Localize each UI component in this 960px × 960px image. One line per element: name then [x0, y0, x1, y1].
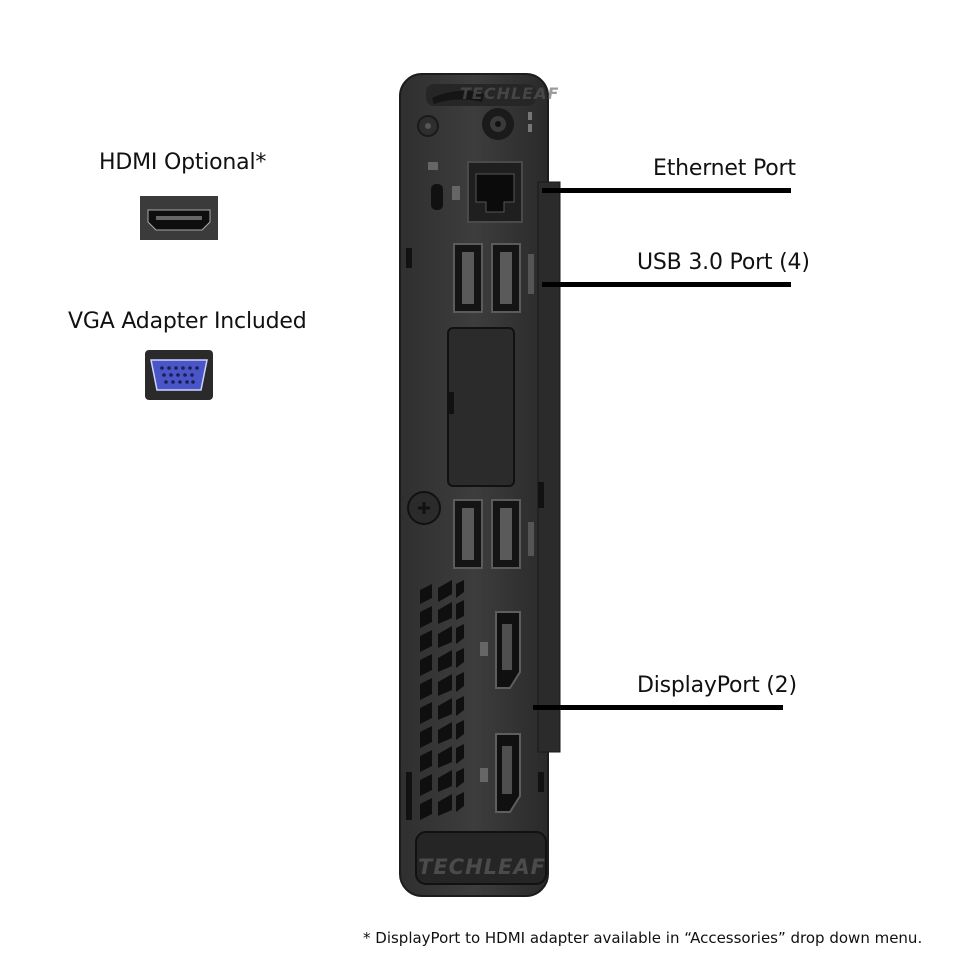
- hdmi-port-icon: [140, 196, 218, 240]
- vga-port-icon: [145, 350, 213, 400]
- displayport-leader-line: [533, 705, 783, 710]
- displayport-callout: DisplayPort (2): [637, 673, 797, 698]
- watermark-bottom: TECHLEAF: [418, 855, 546, 879]
- usb-port-callout: USB 3.0 Port (4): [637, 250, 810, 275]
- footnote: * DisplayPort to HDMI adapter available …: [363, 929, 923, 947]
- usb-leader-line: [542, 282, 791, 287]
- ethernet-leader-line: [542, 188, 791, 193]
- ethernet-port-callout: Ethernet Port: [653, 156, 796, 181]
- hdmi-optional-label: HDMI Optional*: [99, 150, 267, 175]
- mini-pc-rear-panel: [399, 73, 561, 897]
- watermark-top: TECHLEAF: [460, 84, 560, 103]
- vga-adapter-label: VGA Adapter Included: [68, 309, 307, 334]
